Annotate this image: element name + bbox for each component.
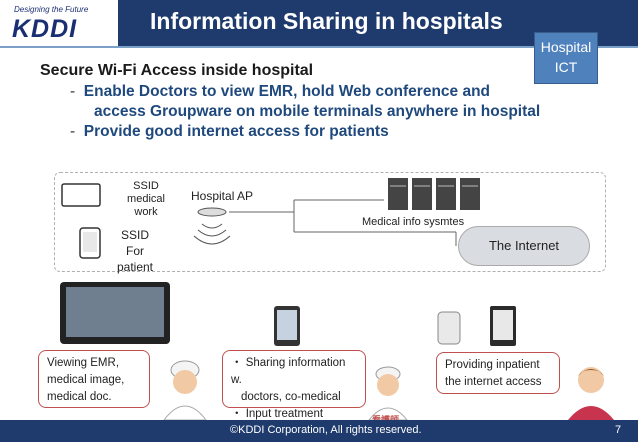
phone-icon <box>437 311 461 345</box>
tablet-screen <box>83 232 97 252</box>
emr-callout-line3: medical doc. <box>47 391 112 403</box>
ssid-medical-label: SSID medical work <box>116 180 176 219</box>
network-frame <box>54 172 606 272</box>
patient-callout-line2: the internet access <box>445 376 542 388</box>
bullet-list: - Enable Doctors to view EMR, hold Web c… <box>70 82 540 142</box>
bullet-text: Provide good internet access for patient… <box>83 123 389 140</box>
server-icon <box>436 178 456 210</box>
badge-line2: ICT <box>554 59 578 75</box>
slide-title: Information Sharing in hospitals <box>150 8 503 34</box>
emr-screen <box>66 287 164 337</box>
doctor-figure <box>163 360 207 420</box>
nurse-figure <box>368 366 408 420</box>
emr-callout: Viewing EMR, medical image, medical doc. <box>38 350 150 408</box>
patient-figure <box>568 367 614 420</box>
access-point-icon <box>197 207 227 217</box>
devices-row <box>60 282 516 346</box>
internet-cloud: The Internet <box>458 226 590 266</box>
patient-callout-line1: Providing inpatient <box>445 359 540 371</box>
bullet-item: - Enable Doctors to view EMR, hold Web c… <box>70 82 540 102</box>
server-icon <box>388 178 408 210</box>
nurse-head <box>377 374 399 396</box>
emr-callout-line1: Viewing EMR, <box>47 357 120 369</box>
kddi-logo: KDDI <box>12 15 78 43</box>
bullet-item-continuation: access Groupware on mobile terminals any… <box>94 103 541 120</box>
ssid-patient-line1: SSID <box>120 228 149 242</box>
share-callout-line2: doctors, co-medical <box>241 391 341 403</box>
share-callout-line1: ・ Sharing information w. <box>231 357 346 386</box>
logo-tagline: Designing the Future <box>14 5 89 14</box>
share-callout-line3: ・ Input treatment <box>231 408 324 420</box>
server-icon <box>460 178 480 210</box>
badge-line1: Hospital <box>540 39 592 55</box>
laptop-icon <box>61 183 101 207</box>
share-callout: ・ Sharing information w. doctors, co-med… <box>222 350 366 420</box>
bullet-dash: - <box>70 123 76 140</box>
ssid-medical-line2: medical work <box>127 193 165 218</box>
patient-callout: Providing inpatient the internet access <box>436 352 560 394</box>
ssid-patient-line2: For patient <box>116 244 154 274</box>
hospital-ap-label: Hospital AP <box>191 189 254 203</box>
title-divider <box>0 46 638 48</box>
server-icon <box>412 178 432 210</box>
bullet-dash: - <box>70 83 76 100</box>
ssid-medical-line1: SSID <box>133 180 159 192</box>
network-diagram <box>61 178 480 259</box>
section-heading: Secure Wi-Fi Access inside hospital <box>40 62 314 79</box>
emr-callout-line2: medical image, <box>47 374 125 386</box>
bullet-item: - Provide good internet access for patie… <box>70 122 540 142</box>
medical-info-label: Medical info sysmtes <box>362 216 465 228</box>
nurse-uniform <box>368 407 408 420</box>
ssid-patient-label: SSID For patient <box>110 227 160 275</box>
doctor-head <box>173 370 197 394</box>
logo-area <box>0 0 118 46</box>
page-number: 7 <box>615 424 622 436</box>
patient-head <box>578 367 604 393</box>
copyright: ©KDDI Corporation, All rights reserved. <box>230 424 422 436</box>
footer-bar <box>0 420 638 442</box>
doctor-coat <box>163 405 207 420</box>
hospital-ict-badge: Hospital ICT <box>534 32 598 84</box>
patient-clothes <box>568 406 614 420</box>
bullet-text: Enable Doctors to view EMR, hold Web con… <box>83 83 491 100</box>
